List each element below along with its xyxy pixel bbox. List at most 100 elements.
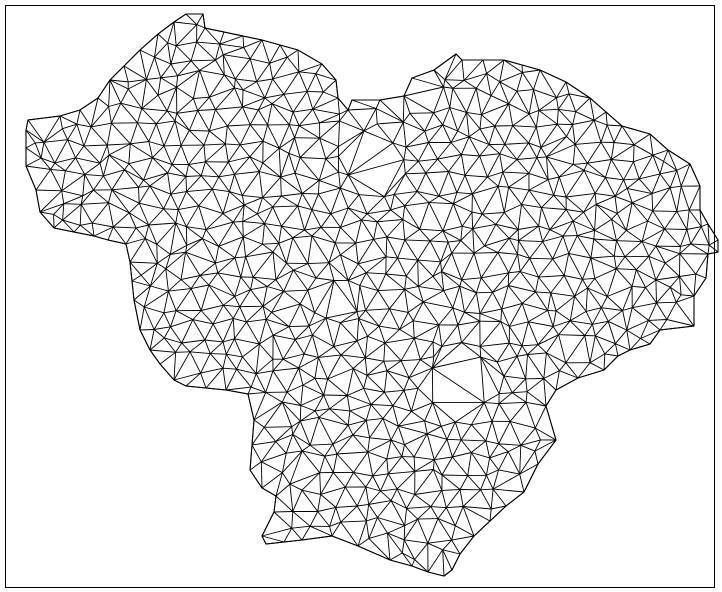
mesh-edge <box>615 344 630 350</box>
mesh-edge <box>522 190 530 204</box>
mesh-edge <box>295 126 300 138</box>
mesh-edge <box>295 340 304 354</box>
mesh-edge <box>223 342 226 354</box>
mesh-edge <box>529 180 548 191</box>
mesh-edge <box>252 445 261 462</box>
mesh-edge <box>341 506 357 522</box>
mesh-edge <box>290 451 302 484</box>
mesh-edge <box>481 253 498 278</box>
mesh-edge <box>357 506 366 521</box>
mesh-edge <box>473 229 474 254</box>
mesh-edge <box>186 177 187 192</box>
mesh-edge <box>330 396 348 409</box>
mesh-edge <box>529 110 539 114</box>
mesh-edge <box>404 526 405 540</box>
mesh-edge <box>141 263 157 275</box>
mesh-edge <box>76 146 84 158</box>
mesh-edge <box>186 252 200 275</box>
mesh-edge <box>418 143 428 162</box>
mesh-edge <box>144 173 168 180</box>
mesh-edge <box>384 371 387 393</box>
mesh-edge <box>665 229 687 230</box>
mesh-edge <box>339 121 340 147</box>
mesh-edge <box>528 353 547 355</box>
mesh-edge <box>318 194 330 214</box>
mesh-edge <box>535 451 538 464</box>
mesh-edge <box>701 224 708 227</box>
mesh-edge <box>144 307 154 330</box>
mesh-edge <box>251 277 254 289</box>
mesh-edge <box>652 194 653 211</box>
mesh-edge <box>556 371 559 390</box>
mesh-edge <box>387 440 391 459</box>
mesh-edge <box>289 125 294 138</box>
mesh-edge <box>273 335 295 339</box>
mesh-edge <box>460 490 463 507</box>
mesh-edge <box>226 369 237 390</box>
mesh-edge <box>415 495 431 507</box>
mesh-edge <box>536 110 539 127</box>
mesh-edge <box>386 274 405 289</box>
mesh-edge <box>166 269 169 291</box>
mesh-edge <box>517 355 527 357</box>
mesh-edge <box>481 475 487 490</box>
mesh-edge <box>460 476 468 490</box>
mesh-edge <box>434 70 445 80</box>
mesh-edge <box>250 59 269 64</box>
mesh-edge <box>235 297 240 307</box>
mesh-edge <box>452 440 461 457</box>
mesh-edge <box>594 120 601 142</box>
mesh-edge <box>300 158 326 159</box>
mesh-edge <box>77 124 84 146</box>
mesh-edge <box>337 452 368 454</box>
mesh-edge <box>379 309 389 326</box>
mesh-edge <box>313 109 320 123</box>
mesh-edge <box>284 290 308 291</box>
mesh-edge <box>480 115 481 129</box>
mesh-edge <box>193 97 209 98</box>
mesh-edge <box>398 426 404 445</box>
mesh-edge <box>281 177 282 196</box>
mesh-edge <box>510 421 521 445</box>
mesh-edge <box>467 112 470 136</box>
mesh-edge <box>528 322 538 345</box>
mesh-edge <box>220 32 224 44</box>
mesh-edge <box>350 405 371 411</box>
mesh-edge <box>290 484 293 511</box>
mesh-edge <box>548 310 556 311</box>
mesh-edge <box>261 453 286 462</box>
mesh-edge <box>462 212 472 226</box>
mesh-edge <box>369 533 388 538</box>
mesh-edge <box>530 258 553 259</box>
mesh-edge <box>178 206 199 210</box>
mesh-edge <box>201 176 219 177</box>
mesh-edge <box>575 144 587 163</box>
mesh-edge <box>534 90 539 111</box>
mesh-edge <box>391 210 403 220</box>
mesh-edge <box>595 204 597 230</box>
mesh-edge <box>548 310 554 326</box>
mesh-edge <box>273 371 287 392</box>
mesh-edge <box>293 264 308 271</box>
mesh-edge <box>55 140 68 163</box>
mesh-edge <box>481 278 492 293</box>
mesh-edge <box>324 395 348 396</box>
mesh-edge <box>498 186 504 212</box>
mesh-edge <box>64 196 83 204</box>
mesh-edge <box>348 143 393 175</box>
mesh-edge <box>670 186 681 188</box>
mesh-edge <box>377 220 403 222</box>
mesh-edge <box>617 213 626 230</box>
mesh-edge <box>614 256 616 269</box>
mesh-edge <box>348 160 404 175</box>
mesh-edge <box>368 438 370 452</box>
mesh-edge <box>551 293 556 311</box>
mesh-edge <box>336 487 346 507</box>
mesh-edge <box>263 198 273 207</box>
mesh-edge <box>405 206 420 229</box>
mesh-edge <box>44 116 60 142</box>
mesh-edge <box>575 142 601 144</box>
mesh-edge <box>384 343 385 361</box>
mesh-edge <box>250 462 261 470</box>
mesh-edge <box>384 361 387 371</box>
